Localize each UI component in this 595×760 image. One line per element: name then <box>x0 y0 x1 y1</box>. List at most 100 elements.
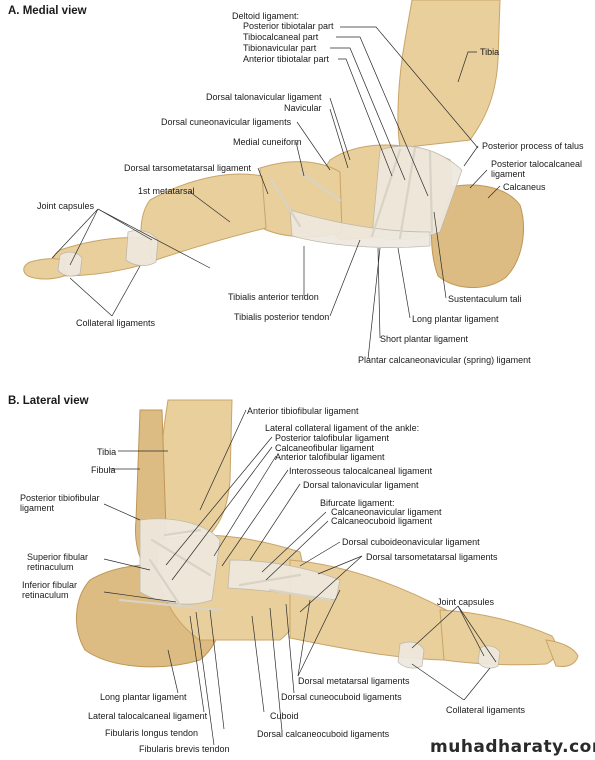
label-dorsal-tarsometatarsal: Dorsal tarsometatarsal ligament <box>124 163 252 173</box>
medial-labels: Deltoid ligament: Posterior tibiotalar p… <box>37 11 584 365</box>
label-anterior-tibiotalar: Anterior tibiotalar part <box>243 54 330 64</box>
label-anterior-talofibular: Anterior talofibular ligament <box>275 452 385 462</box>
label-medial-joint-capsules: Joint capsules <box>37 201 95 211</box>
label-tibialis-anterior: Tibialis anterior tendon <box>228 292 319 302</box>
label-sustentaculum-tali: Sustentaculum tali <box>448 294 522 304</box>
leader-line <box>299 541 341 567</box>
label-lateral-joint-capsules: Joint capsules <box>437 597 495 607</box>
leader-line <box>340 26 479 149</box>
leader-line <box>329 97 351 161</box>
medial-tibia-shape <box>397 0 501 149</box>
leader-line <box>103 503 141 521</box>
label-lateral-talocalcaneal: Lateral talocalcaneal ligament <box>88 711 208 721</box>
leader-line <box>463 667 491 701</box>
leader-line <box>213 455 277 557</box>
lateral-leader-lines <box>103 409 497 746</box>
lateral-toe-capsule-sheet <box>477 645 501 669</box>
label-deltoid-ligament: Deltoid ligament: <box>232 11 299 21</box>
leader-line <box>265 520 329 581</box>
leader-line <box>469 169 488 189</box>
leader-line <box>251 615 265 713</box>
leader-line <box>199 409 247 511</box>
leader-line <box>329 239 361 317</box>
leader-line <box>296 121 331 171</box>
leader-line <box>97 208 211 269</box>
label-superior-fibular-retinaculum-2: retinaculum <box>27 562 74 572</box>
label-inferior-fibular-retinaculum-2: retinaculum <box>22 590 69 600</box>
label-fibularis-brevis: Fibularis brevis tendon <box>139 744 230 754</box>
label-spring-ligament: Plantar calcaneonavicular (spring) ligam… <box>358 355 531 365</box>
label-posterior-talofibular: Posterior talofibular ligament <box>275 433 390 443</box>
leader-line <box>69 208 99 266</box>
leader-line <box>457 605 485 657</box>
watermark: muhadharaty.com <box>430 737 595 757</box>
leader-line <box>457 605 497 663</box>
medial-foot-illustration <box>23 0 525 289</box>
leader-line <box>329 108 349 169</box>
medial-leader-lines <box>51 26 501 360</box>
leader-line <box>463 145 479 167</box>
label-posterior-tibiotalar: Posterior tibiotalar part <box>243 21 334 31</box>
label-first-metatarsal: 1st metatarsal <box>138 186 195 196</box>
leader-line <box>171 446 273 581</box>
lateral-ligament-fiber <box>238 573 302 587</box>
leader-line <box>269 607 283 732</box>
leader-line <box>221 469 289 567</box>
label-dorsal-talonavicular: Dorsal talonavicular ligament <box>206 92 322 102</box>
label-inferior-fibular-retinaculum: Inferior fibular <box>22 580 77 590</box>
label-tibionavicular: Tibionavicular part <box>243 43 317 53</box>
leader-line <box>433 211 447 299</box>
leader-line <box>165 436 273 566</box>
leader-line <box>367 247 381 360</box>
label-lateral-collateral: Lateral collateral ligament of the ankle… <box>265 423 419 433</box>
label-medial-calcaneus: Calcaneus <box>503 182 546 192</box>
leader-line <box>189 191 231 223</box>
label-bifurcate-ligament: Bifurcate ligament: <box>320 498 395 508</box>
leader-line <box>397 247 411 319</box>
leader-line <box>167 649 179 694</box>
label-posterior-tibiofibular: Posterior tibiofibular <box>20 493 100 503</box>
label-interosseous-talocalcaneal: Interosseous talocalcaneal ligament <box>289 466 433 476</box>
label-fibula: Fibula <box>91 465 116 475</box>
medial-view-heading: A. Medial view <box>8 5 87 17</box>
leader-line <box>317 555 363 575</box>
label-medial-tibia: Tibia <box>480 47 499 57</box>
leader-line <box>261 511 327 573</box>
leader-line <box>249 483 301 561</box>
label-superior-fibular-retinaculum: Superior fibular <box>27 552 88 562</box>
leader-line <box>297 599 311 677</box>
label-short-plantar: Short plantar ligament <box>380 334 469 344</box>
leader-line <box>487 185 501 199</box>
leader-line <box>111 265 141 317</box>
label-lateral-collateral-ligaments: Collateral ligaments <box>446 705 526 715</box>
label-anterior-tibiofibular: Anterior tibiofibular ligament <box>247 406 359 416</box>
label-dorsal-cuneonavicular: Dorsal cuneonavicular ligaments <box>161 117 292 127</box>
leader-line <box>299 555 363 613</box>
leader-line <box>457 51 477 83</box>
medial-ligament-fiber <box>268 176 302 228</box>
lateral-view-heading: B. Lateral view <box>8 395 89 407</box>
medial-ligament-fiber <box>298 170 342 202</box>
leader-line <box>330 47 406 181</box>
lateral-ligament-fiber <box>268 588 332 602</box>
label-posterior-talocalcaneal: Posterior talocalcaneal <box>491 159 582 169</box>
medial-distal-phalanx-shape <box>23 258 65 280</box>
label-navicular: Navicular <box>284 103 322 113</box>
label-tibiocalcaneal: Tibiocalcaneal part <box>243 32 319 42</box>
lateral-labels: Anterior tibiofibular ligament Lateral c… <box>20 406 526 754</box>
leader-line <box>195 611 215 746</box>
leader-line <box>338 58 393 177</box>
leader-line <box>411 605 459 649</box>
label-dorsal-metatarsal: Dorsal metatarsal ligaments <box>298 676 410 686</box>
label-fibularis-longus: Fibularis longus tendon <box>105 728 198 738</box>
leader-line <box>297 589 341 677</box>
label-medial-long-plantar: Long plantar ligament <box>412 314 499 324</box>
leader-line <box>257 167 269 195</box>
medial-joint-capsule-sheet <box>125 230 159 266</box>
leader-line <box>51 208 99 259</box>
lateral-ligament-fiber <box>118 598 222 612</box>
lateral-ligament-fiber <box>150 538 212 577</box>
label-lateral-dorsal-tarsometatarsal: Dorsal tarsometatarsal ligaments <box>366 552 498 562</box>
medial-ligament-fiber <box>370 148 402 238</box>
lateral-joint-capsule-sheet <box>397 641 425 669</box>
